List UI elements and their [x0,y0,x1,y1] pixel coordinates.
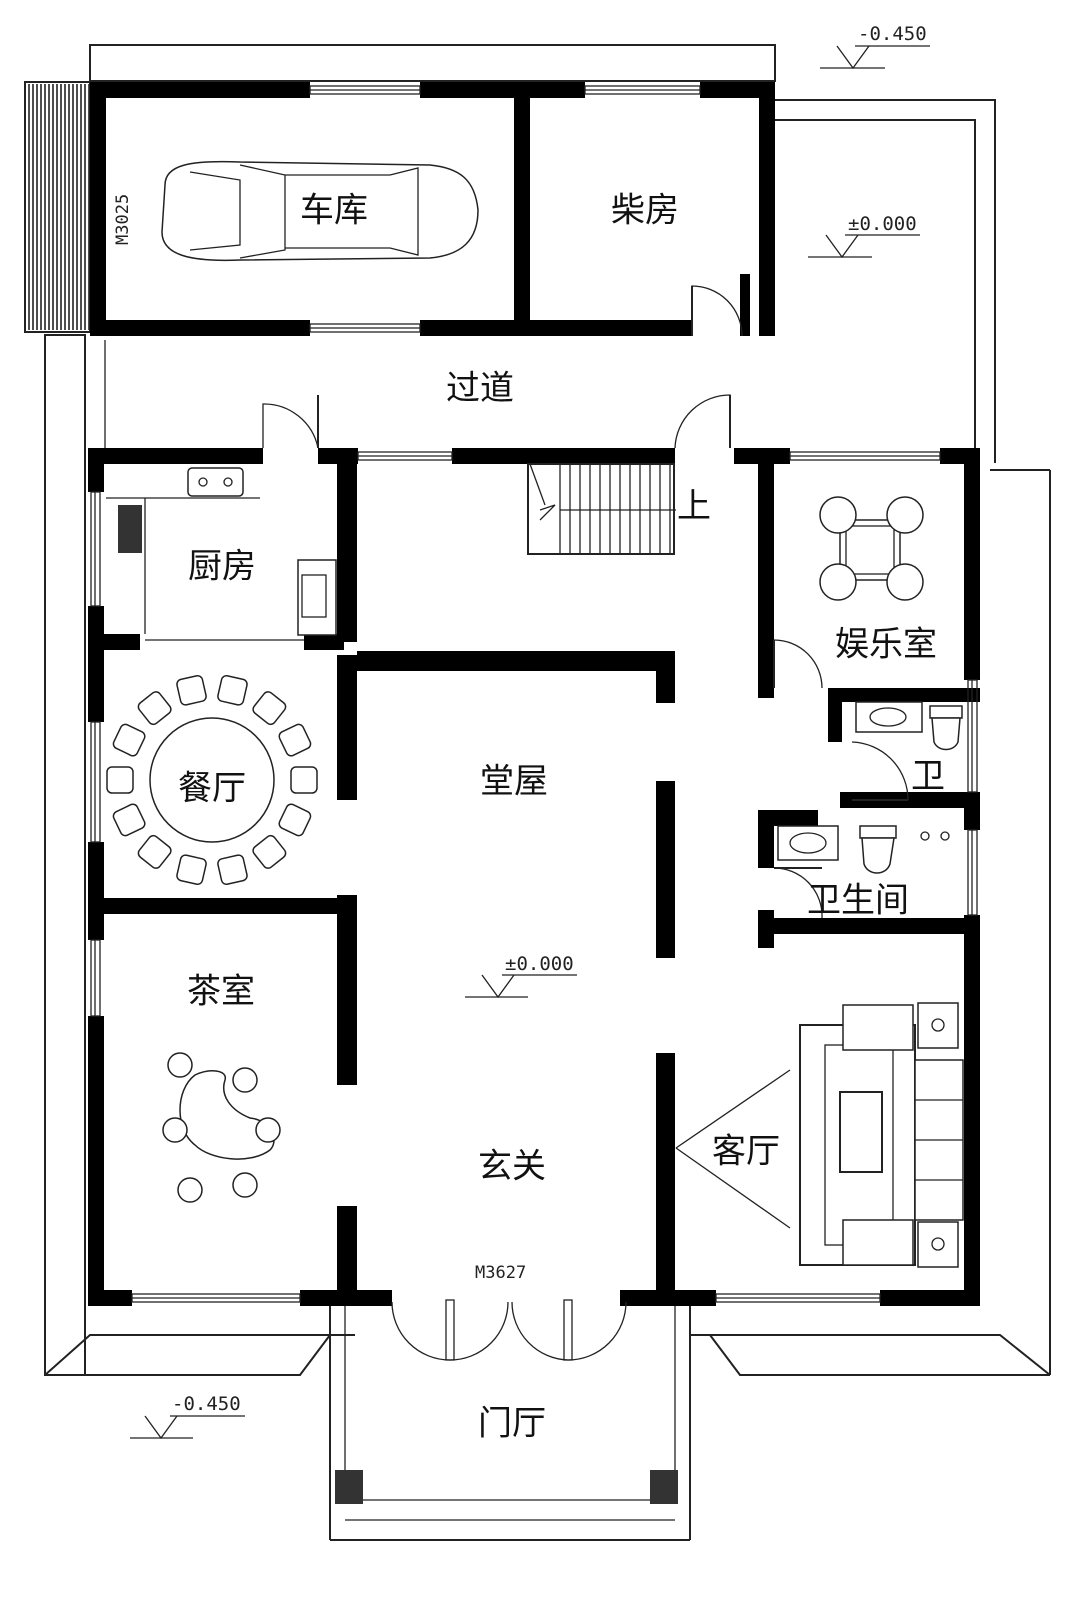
room-label-tea-room: 茶室 [187,972,255,1012]
tea-stool [167,1052,193,1078]
room-label-woodshed: 柴房 [611,191,679,231]
tea-table [162,1052,281,1203]
dining-chair [137,834,172,869]
elevation-label-yard: ±0.000 [848,213,917,235]
door-code-garage: M3025 [113,194,133,245]
dining-chair [252,834,287,869]
room-label-entertainment: 娱乐室 [835,625,937,665]
porch [329,1306,691,1541]
room-label-dining: 餐厅 [178,769,246,809]
room-label-kitchen: 厨房 [188,547,256,587]
mahjong-table [819,496,924,601]
car-icon [161,160,479,262]
dining-chair [217,854,248,886]
elevation-marker-top-right: -0.450 [820,23,930,70]
dining-chair [112,723,146,757]
site-outline [44,44,1051,1376]
elevation-label-hall: ±0.000 [505,953,574,975]
room-label-bathroom: 卫生间 [807,881,909,921]
sofa-set [799,1002,964,1268]
room-label-corridor: 过道 [446,369,514,409]
room-label-porch: 门厅 [478,1404,546,1444]
doors [95,102,909,1361]
room-labels: 车库 柴房 过道 厨房 娱乐室 餐厅 堂屋 卫 卫生间 茶室 玄关 客厅 门厅 … [178,191,945,1444]
door-code-main: M3627 [475,1263,526,1283]
dining-table [106,674,318,886]
elevation-markers: -0.450 ±0.000 ±0.000 -0.450 [130,23,930,1440]
dining-chair [176,674,207,706]
elevation-marker-hall: ±0.000 [465,953,577,999]
tea-stool [232,1172,258,1198]
elevation-marker-yard: ±0.000 [808,213,920,259]
windows [90,85,978,1303]
dining-chair [290,766,318,794]
dining-chair [278,723,312,757]
walls [88,82,980,1306]
dining-chair [176,854,207,886]
tea-stool [177,1177,203,1203]
dining-chair [217,674,248,706]
room-label-foyer: 玄关 [478,1147,546,1187]
garage-ramp [24,81,91,333]
tea-stool [255,1117,281,1143]
room-label-main-hall: 堂屋 [480,762,548,802]
dining-chair [106,766,134,794]
elevation-marker-bottom-left: -0.450 [130,1393,245,1440]
furniture [106,160,964,1541]
tea-stool [162,1117,188,1143]
stair-direction-label: 上 [677,487,711,527]
dining-chair [137,691,172,726]
dining-chair [252,691,287,726]
dining-chair [278,803,312,837]
bathroom-fixtures [777,825,950,874]
kitchen-counter [106,467,337,636]
tea-stool [232,1067,258,1093]
toilet-fixtures [855,701,963,751]
room-label-living-room: 客厅 [712,1132,780,1172]
elevation-label-bottom-left: -0.450 [172,1393,241,1415]
elevation-label-top-right: -0.450 [858,23,927,45]
staircase [527,463,676,555]
dining-chair [112,803,146,837]
room-label-toilet: 卫 [911,757,945,797]
room-label-garage: 车库 [300,191,368,231]
